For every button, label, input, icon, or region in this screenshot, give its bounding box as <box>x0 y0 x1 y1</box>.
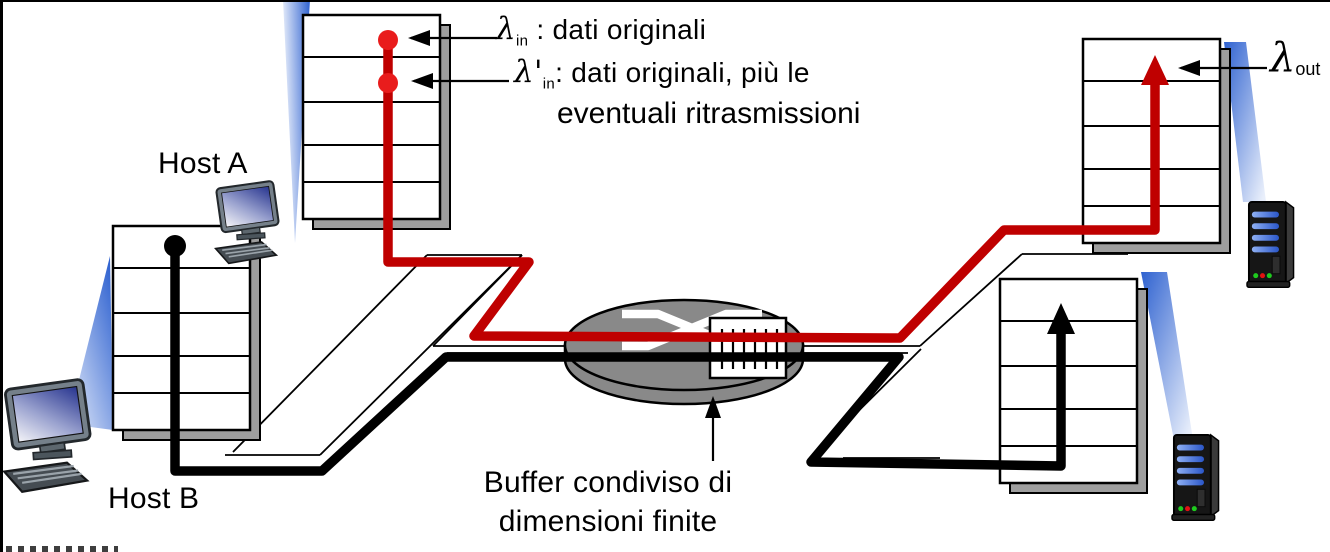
red-flow-arrowhead <box>1141 55 1169 85</box>
shared-buffer-icon <box>708 316 788 380</box>
black-flow-arrowhead <box>1047 303 1075 334</box>
slide-top-border <box>0 0 1330 2</box>
black-flow-path <box>164 235 1075 476</box>
buffer-label-line2: dimensioni finite <box>498 505 718 538</box>
red-flow-path <box>378 30 1169 343</box>
beam-server-top <box>1224 42 1266 202</box>
lambda-out-label: λout <box>1270 35 1320 81</box>
lambda-in-label: λin : dati originali <box>496 11 707 50</box>
lambda-in-text: : dati originali <box>528 14 707 45</box>
host-a-label: Host A <box>158 147 248 180</box>
lambda-symbol: λ <box>496 11 516 47</box>
pointer-arrows <box>408 30 1267 461</box>
host-b-label: Host B <box>108 482 200 515</box>
beam-server-bottom <box>1141 272 1193 440</box>
lambda-prime-label: λ'in: dati originali, più le <box>514 54 810 93</box>
lambda-prime-text: : dati originali, più le <box>555 57 810 88</box>
host-a-computer-icon <box>214 179 281 265</box>
lambda-prime-subscript: in <box>542 75 556 93</box>
lambda-in-subscript: in <box>515 32 529 50</box>
buffer-label-line1: Buffer condiviso di <box>483 466 733 499</box>
lambda-out-subscript: out <box>1295 59 1321 80</box>
server-top-icon <box>1246 200 1295 289</box>
server-bottom-icon <box>1171 433 1220 522</box>
cropped-text-remnant <box>6 546 118 552</box>
lambda-out-symbol: λ <box>1270 35 1296 81</box>
host-b-computer-icon <box>2 377 94 494</box>
queue-host-a <box>301 13 452 231</box>
slide-left-border <box>0 0 3 552</box>
black-packet-dot <box>164 235 186 257</box>
buffer-label: Buffer condiviso di dimensioni finite <box>420 463 796 541</box>
router-icon <box>563 298 805 406</box>
red-packet-dot-original <box>378 30 398 50</box>
lambda-prime-label-line2: eventuali ritrasmissioni <box>557 97 861 130</box>
lambda-prime-symbol: λ' <box>514 54 543 90</box>
red-packet-dot-retransmit <box>378 73 398 93</box>
